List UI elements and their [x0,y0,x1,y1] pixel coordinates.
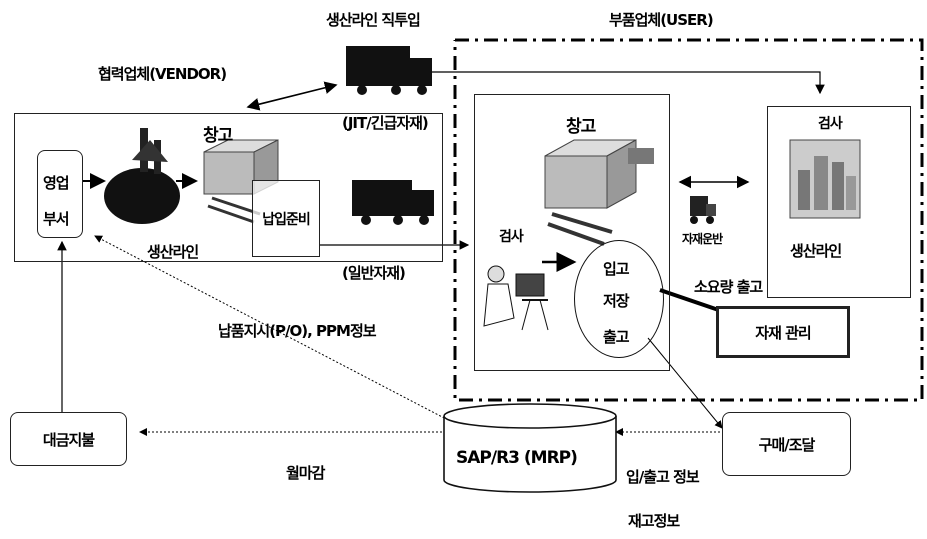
store-label: 저장 [603,292,630,310]
inventory-circle [574,240,664,358]
sap-database [443,403,617,493]
factory-icon [104,128,180,224]
user-production-box [767,106,911,298]
direct-input-arrow [432,71,825,95]
circle-to-purchase-line [647,337,723,429]
prod-line-vendor-label: 생산라인 [147,243,199,261]
direct-input-label: 생산라인 직투입 [326,11,421,29]
production-machines-icon [789,139,861,219]
material-mgmt-label: 자재 관리 [755,323,811,342]
io-info-label: 입/출고 정보 [626,468,700,486]
small-qty-issue-label: 소요량 출고 [694,278,763,296]
vendor-label: 협력업체(VENDOR) [98,65,227,83]
sales-dept-box [37,150,83,238]
inspection-prod-label: 검사 [818,116,843,132]
material-transport-label: 자재운반 [682,232,723,246]
monthly-close-label: 월마감 [286,464,325,482]
prod-line-user-label: 생산라인 [790,242,842,260]
delivery-instruction-label: 납품지시(P/O), PPM정보 [218,322,377,340]
purchase-label: 구매/조달 [758,435,816,454]
user-warehouse-box [474,94,670,371]
vendor-truck-arrow [246,81,338,111]
truck-general-icon [352,180,434,225]
issue-label: 출고 [603,328,630,346]
user-label: 부품업체(USER) [609,11,714,29]
delivery-prep-box: 납입준비 [252,180,320,257]
user-region-border [453,38,924,402]
vendor-region [14,113,443,262]
purchase-box: 구매/조달 [722,412,851,476]
payment-label: 대금지불 [42,430,95,449]
warehouse-vendor-label: 창고 [203,126,233,146]
warehouse-user-icon [544,139,654,246]
sales-dept-bottom-label: 부서 [43,210,70,228]
inspection-user-label: 검사 [499,229,524,245]
general-material-label: (일반자재) [342,264,406,282]
receive-label: 입고 [603,260,630,278]
sales-dept-top-label: 영업 [43,174,70,192]
material-mgmt-box: 자재 관리 [716,306,850,358]
jit-label: (JIT/긴급자재) [342,114,429,132]
payment-box: 대금지불 [10,412,127,466]
sap-label: SAP/R3 (MRP) [456,448,578,468]
forklift-icon [690,196,716,224]
worker-computer-icon [483,265,549,331]
inventory-info-label: 재고정보 [628,512,680,530]
truck-direct-icon [346,46,432,95]
warehouse-user-label: 창고 [566,117,596,137]
delivery-prep-label: 납입준비 [262,211,311,228]
